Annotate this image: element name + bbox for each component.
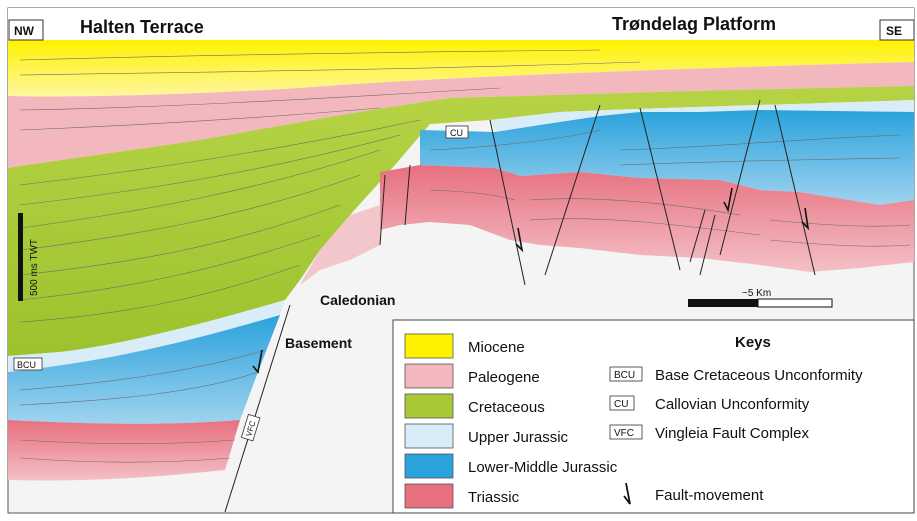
legend-key-tag-box (609, 424, 643, 440)
legend-swatch (404, 333, 454, 359)
legend-key-text: Callovian Unconformity (655, 396, 810, 413)
unit-miocene (8, 40, 914, 97)
bcu-tag-box (13, 357, 43, 371)
unit-cretaceous (8, 86, 914, 356)
horizontal-scale-white (757, 298, 833, 308)
legend-unit-label: Triassic (468, 489, 520, 506)
se-box (879, 19, 915, 41)
legend-unit-label: Lower-Middle Jurassic (468, 459, 618, 476)
nw-label: NW (14, 24, 35, 38)
fault-movement-legend-icon (623, 482, 631, 505)
unit-triassic-hw (8, 420, 240, 481)
legend-key-tag-box (609, 395, 635, 411)
trondelag-platform-title: Trøndelag Platform (612, 14, 776, 34)
halten-terrace-title: Halten Terrace (80, 17, 204, 37)
cu-tag-box (445, 125, 469, 139)
nw-box (8, 19, 44, 41)
fault-arrows (252, 187, 810, 374)
vertical-scale-label: 500 ms TWT (29, 239, 40, 296)
legend-swatch (404, 483, 454, 509)
se-label: SE (886, 24, 902, 38)
fault-movement-label: Fault-movement (655, 487, 764, 504)
legend-key-tag: BCU (614, 370, 635, 381)
unit-lower-middle-jurassic-platform (420, 110, 914, 205)
title-strip (8, 8, 914, 40)
basement-label: Basement (285, 335, 352, 351)
legend-swatch (404, 423, 454, 449)
footwall-steps (300, 205, 380, 285)
legend-box (392, 319, 915, 514)
unit-upper-jurassic-platform (490, 100, 914, 132)
legend-key-tag-box (609, 366, 643, 382)
legend-key-text: Base Cretaceous Unconformity (655, 367, 863, 384)
legend-unit-label: Upper Jurassic (468, 429, 569, 446)
fault-arrow-3 (801, 207, 810, 231)
caledonian-label: Caledonian (320, 292, 395, 308)
fault-arrow-1 (515, 227, 524, 253)
legend-unit-label: Cretaceous (468, 399, 545, 416)
legend-swatch (404, 363, 454, 389)
legend-unit-label: Paleogene (468, 369, 540, 386)
horizontal-scale-black (688, 299, 758, 307)
legend-key-tag: CU (614, 399, 628, 410)
cu-tag: CU (450, 128, 463, 138)
unit-triassic-platform (380, 165, 914, 272)
unit-lower-middle-jurassic-hw (8, 315, 280, 424)
legend-key-text: Vingleia Fault Complex (655, 425, 809, 442)
legend-key-tag: VFC (614, 428, 634, 439)
unit-upper-jurassic (8, 300, 285, 372)
bedding-lines (19, 49, 911, 463)
vertical-scale-bar (18, 213, 23, 301)
unit-paleogene (8, 62, 914, 168)
fault-arrow-vfc (252, 349, 263, 374)
horizontal-scale-label: ~5 Km (742, 288, 771, 299)
vfc-tag-group: VFC (240, 413, 261, 442)
legend-unit-label: Miocene (468, 339, 525, 356)
legend-swatch (404, 453, 454, 479)
fault-lines (224, 99, 816, 513)
legend-title: Keys (735, 334, 771, 351)
fault-arrow-2 (723, 187, 733, 213)
bcu-tag: BCU (17, 360, 36, 370)
legend-swatch (404, 393, 454, 419)
